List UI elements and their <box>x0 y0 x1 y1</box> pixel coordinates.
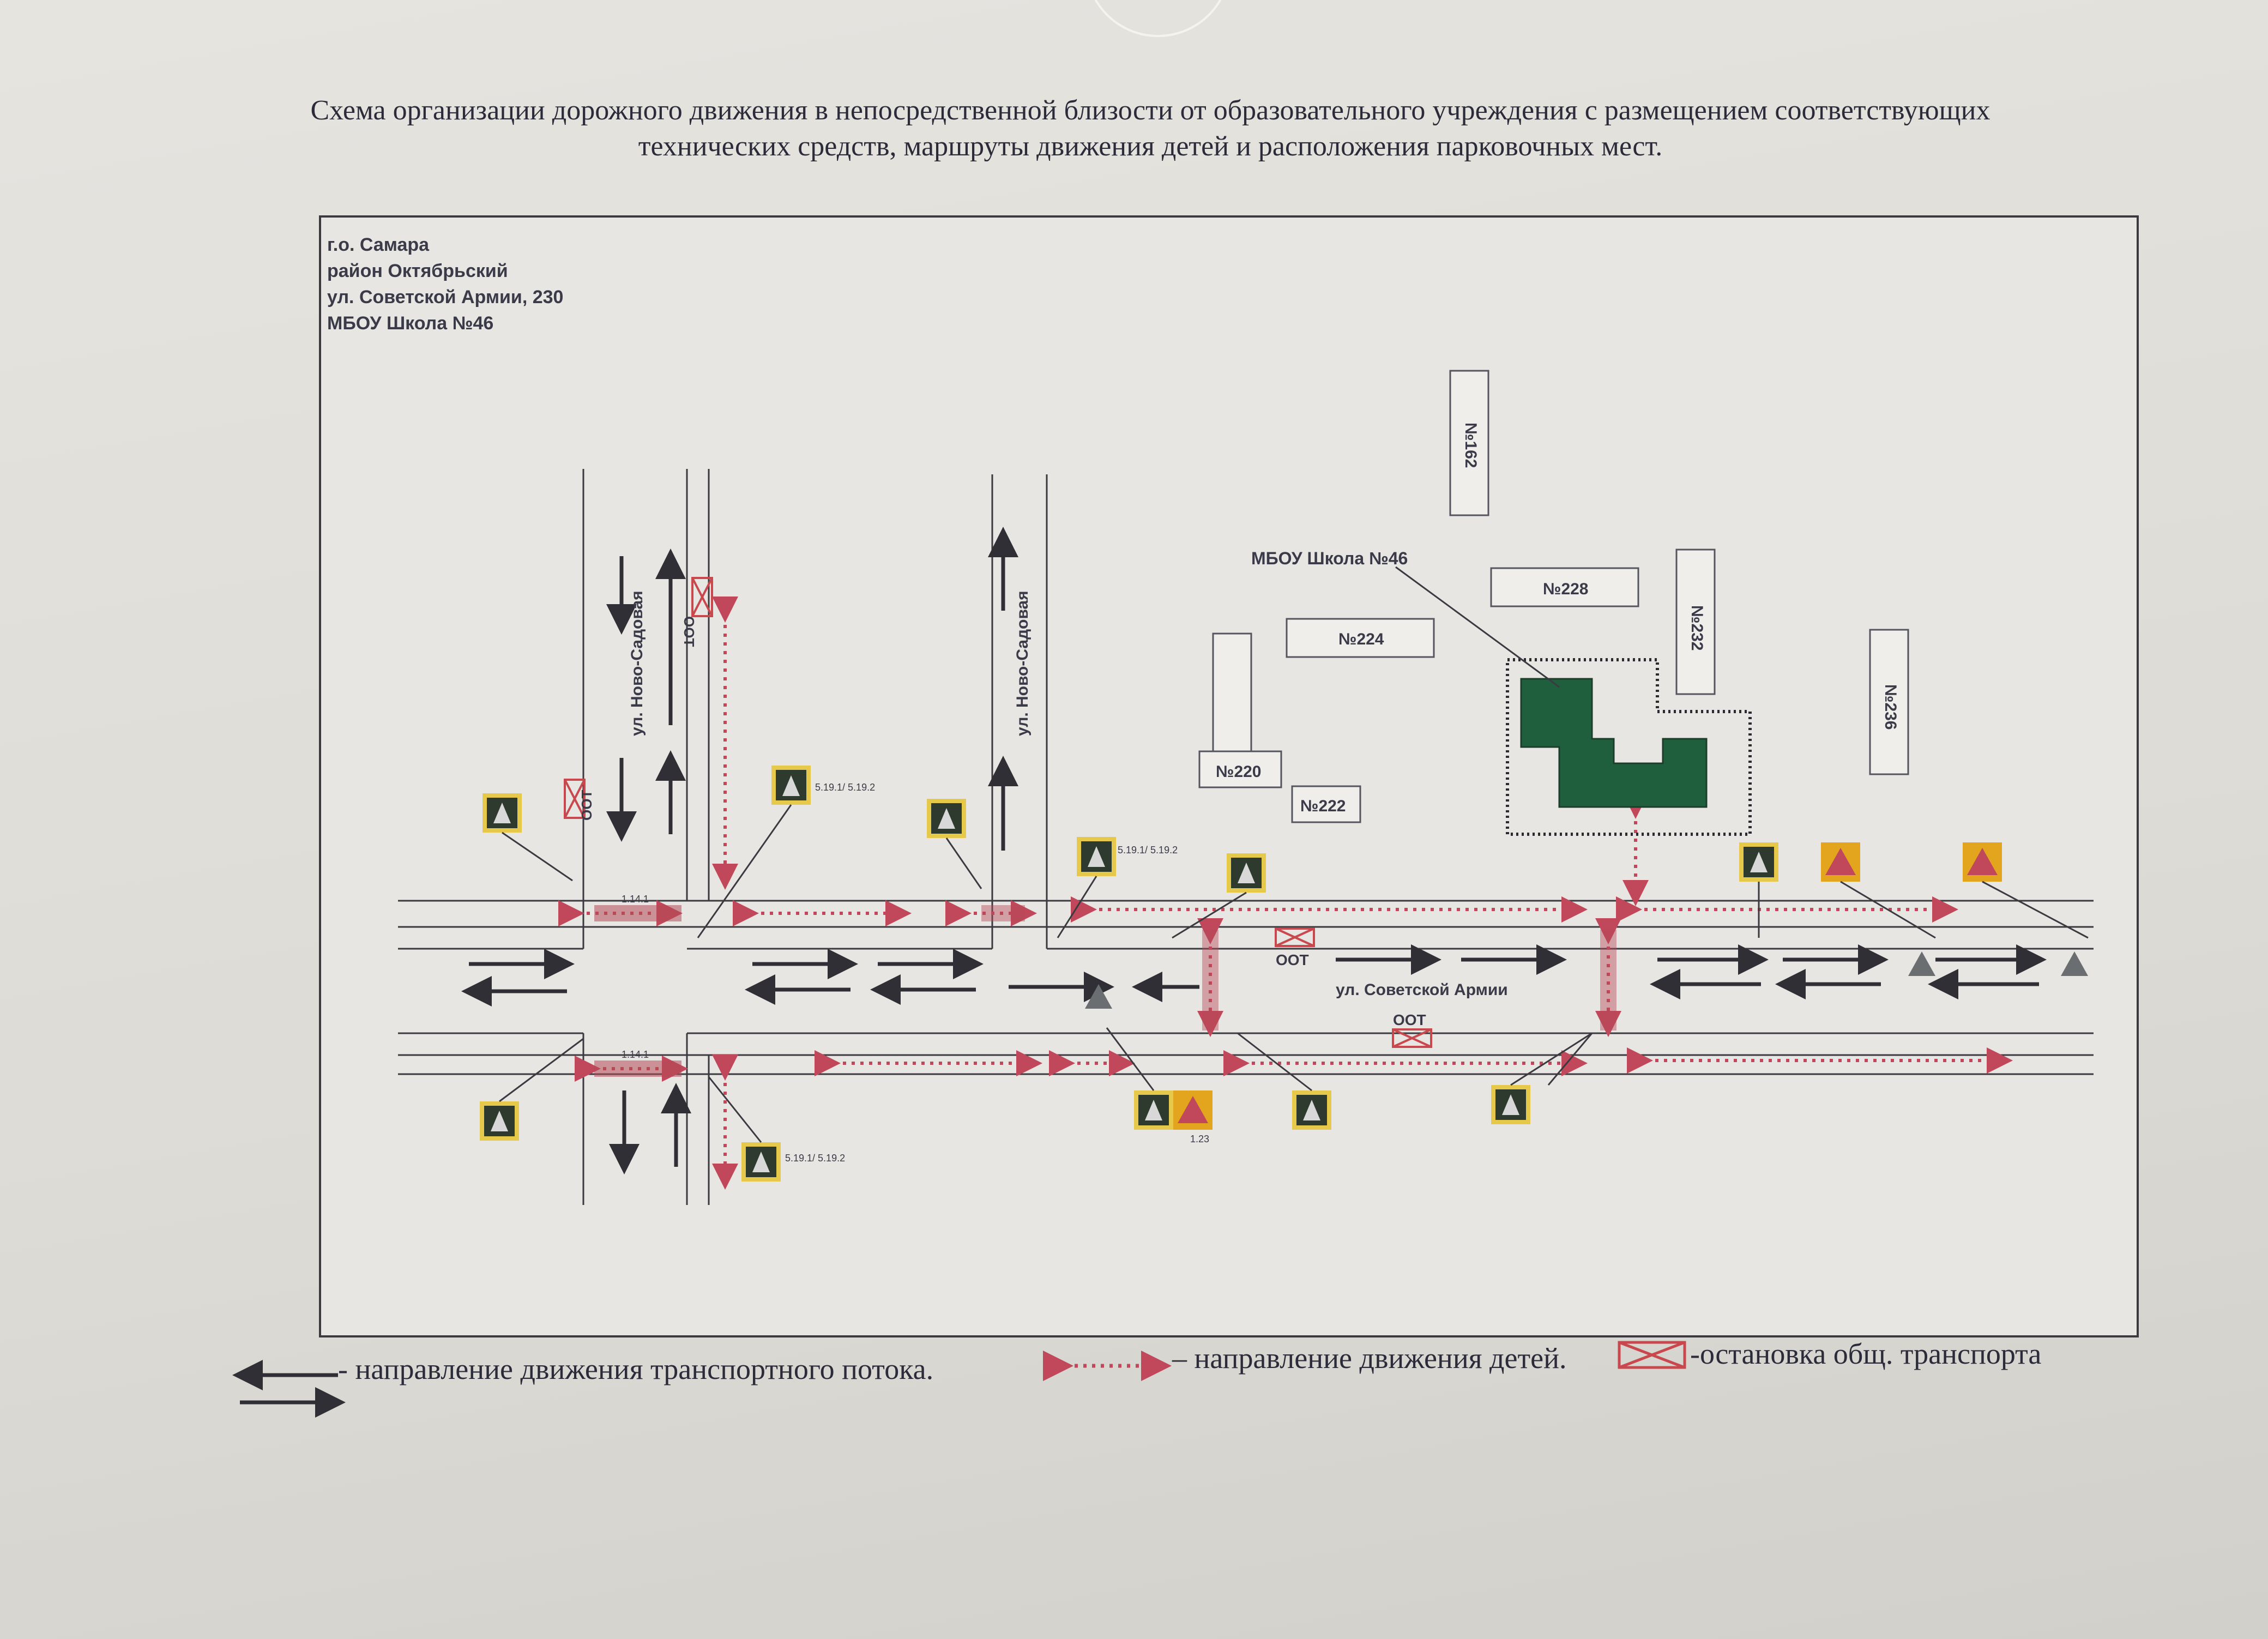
stop-label-4: ООТ <box>1393 1011 1426 1028</box>
warning-triangle-2 <box>1908 951 1935 976</box>
marking-code-1: 1.14.1 <box>622 894 649 905</box>
sign-crossing-6 <box>1739 842 1778 882</box>
sign-children-2 <box>1963 842 2002 882</box>
building-232 <box>1675 549 1716 695</box>
sign-crossing-5 <box>1227 853 1266 893</box>
sign-code-2: 5.19.1/ 5.19.2 <box>1118 845 1178 855</box>
sign-code-3: 5.19.1/ 5.19.2 <box>785 1153 845 1164</box>
traffic-arrows-main <box>461 944 2047 1007</box>
stop-label-3: ООТ <box>1276 951 1309 968</box>
sign-code-1: 5.19.1/ 5.19.2 <box>815 782 875 793</box>
address-district: район Октябрьский <box>327 261 508 281</box>
building-224 <box>1286 618 1435 658</box>
building-220-label: №220 <box>1216 763 1262 781</box>
building-220 <box>1198 750 1282 788</box>
side-street-left-label: ул. Ново-Садовая <box>628 590 646 736</box>
sign-crossing-11 <box>1491 1085 1530 1124</box>
marking-code-2: 1.14.1 <box>622 1049 649 1060</box>
building-222 <box>1291 785 1361 823</box>
building-228-label: №228 <box>1543 580 1589 598</box>
legend: - направление движения транспортного пот… <box>240 1330 2203 1429</box>
road-signs <box>480 766 2088 1182</box>
building-224-label: №224 <box>1338 630 1384 648</box>
school-label: МБОУ Школа №46 <box>1251 549 1408 568</box>
sign-crossing-10 <box>1292 1090 1331 1130</box>
title-line-1: Схема организации дорожного движения в н… <box>310 95 1990 126</box>
sign-crossing-9 <box>1134 1090 1173 1130</box>
traffic-arrows-side <box>606 527 1018 1174</box>
building-220-wing <box>1212 632 1252 755</box>
address-street: ул. Советской Армии, 230 <box>327 287 564 308</box>
side-street-right-label: ул. Ново-Садовая <box>1014 590 1032 736</box>
warning-triangle-1 <box>1085 984 1112 1009</box>
school-territory <box>1395 566 1752 836</box>
buildings <box>1198 370 1909 823</box>
sign-crossing-2 <box>771 766 811 805</box>
address-block: г.о. Самара район Октябрьский ул. Советс… <box>327 232 563 336</box>
title-line-2: технических средств, маршруты движения д… <box>638 131 1663 162</box>
building-162 <box>1449 370 1489 516</box>
building-228 <box>1490 567 1639 607</box>
building-232-label: №232 <box>1688 605 1706 651</box>
sign-crossing-7 <box>480 1101 519 1141</box>
zebra-crossings <box>594 905 1616 1077</box>
legend-stop-text: -остановка общ. транспорта <box>1690 1337 2042 1370</box>
building-236 <box>1869 629 1909 775</box>
building-222-label: №222 <box>1300 797 1346 815</box>
legend-traffic-text: - направление движения транспортного пот… <box>338 1353 934 1385</box>
sign-children-1 <box>1821 842 1860 882</box>
main-road <box>398 900 2094 1075</box>
sign-crossing-4 <box>1077 837 1116 876</box>
stop-label-1: ООТ <box>681 616 697 647</box>
page-title: Схема организации дорожного движения в н… <box>142 93 2159 165</box>
main-street-label: ул. Советской Армии <box>1336 981 1508 999</box>
legend-symbols <box>232 1341 1686 1418</box>
bus-stop-markers <box>564 577 1432 1048</box>
sign-code-4: 1.23 <box>1190 1134 1209 1144</box>
stop-label-2: ООТ <box>578 790 595 821</box>
address-school: МБОУ Школа №46 <box>327 313 494 334</box>
sign-crossing-3 <box>927 799 966 838</box>
address-city: г.о. Самара <box>327 234 430 255</box>
sign-leaders <box>499 804 2089 1143</box>
legend-children-text: – направление движения детей. <box>1172 1342 1567 1375</box>
building-236-label: №236 <box>1881 684 1899 730</box>
warning-triangle-3 <box>2061 951 2088 976</box>
building-162-label: №162 <box>1462 423 1480 468</box>
diagram-labels: МБОУ Школа №46 ул. Советской Армии ул. Н… <box>578 423 1899 1164</box>
side-roads <box>582 469 1048 1205</box>
sign-crossing-1 <box>482 793 522 833</box>
sign-crossing-8 <box>741 1142 781 1182</box>
sign-children-3 <box>1173 1090 1213 1130</box>
